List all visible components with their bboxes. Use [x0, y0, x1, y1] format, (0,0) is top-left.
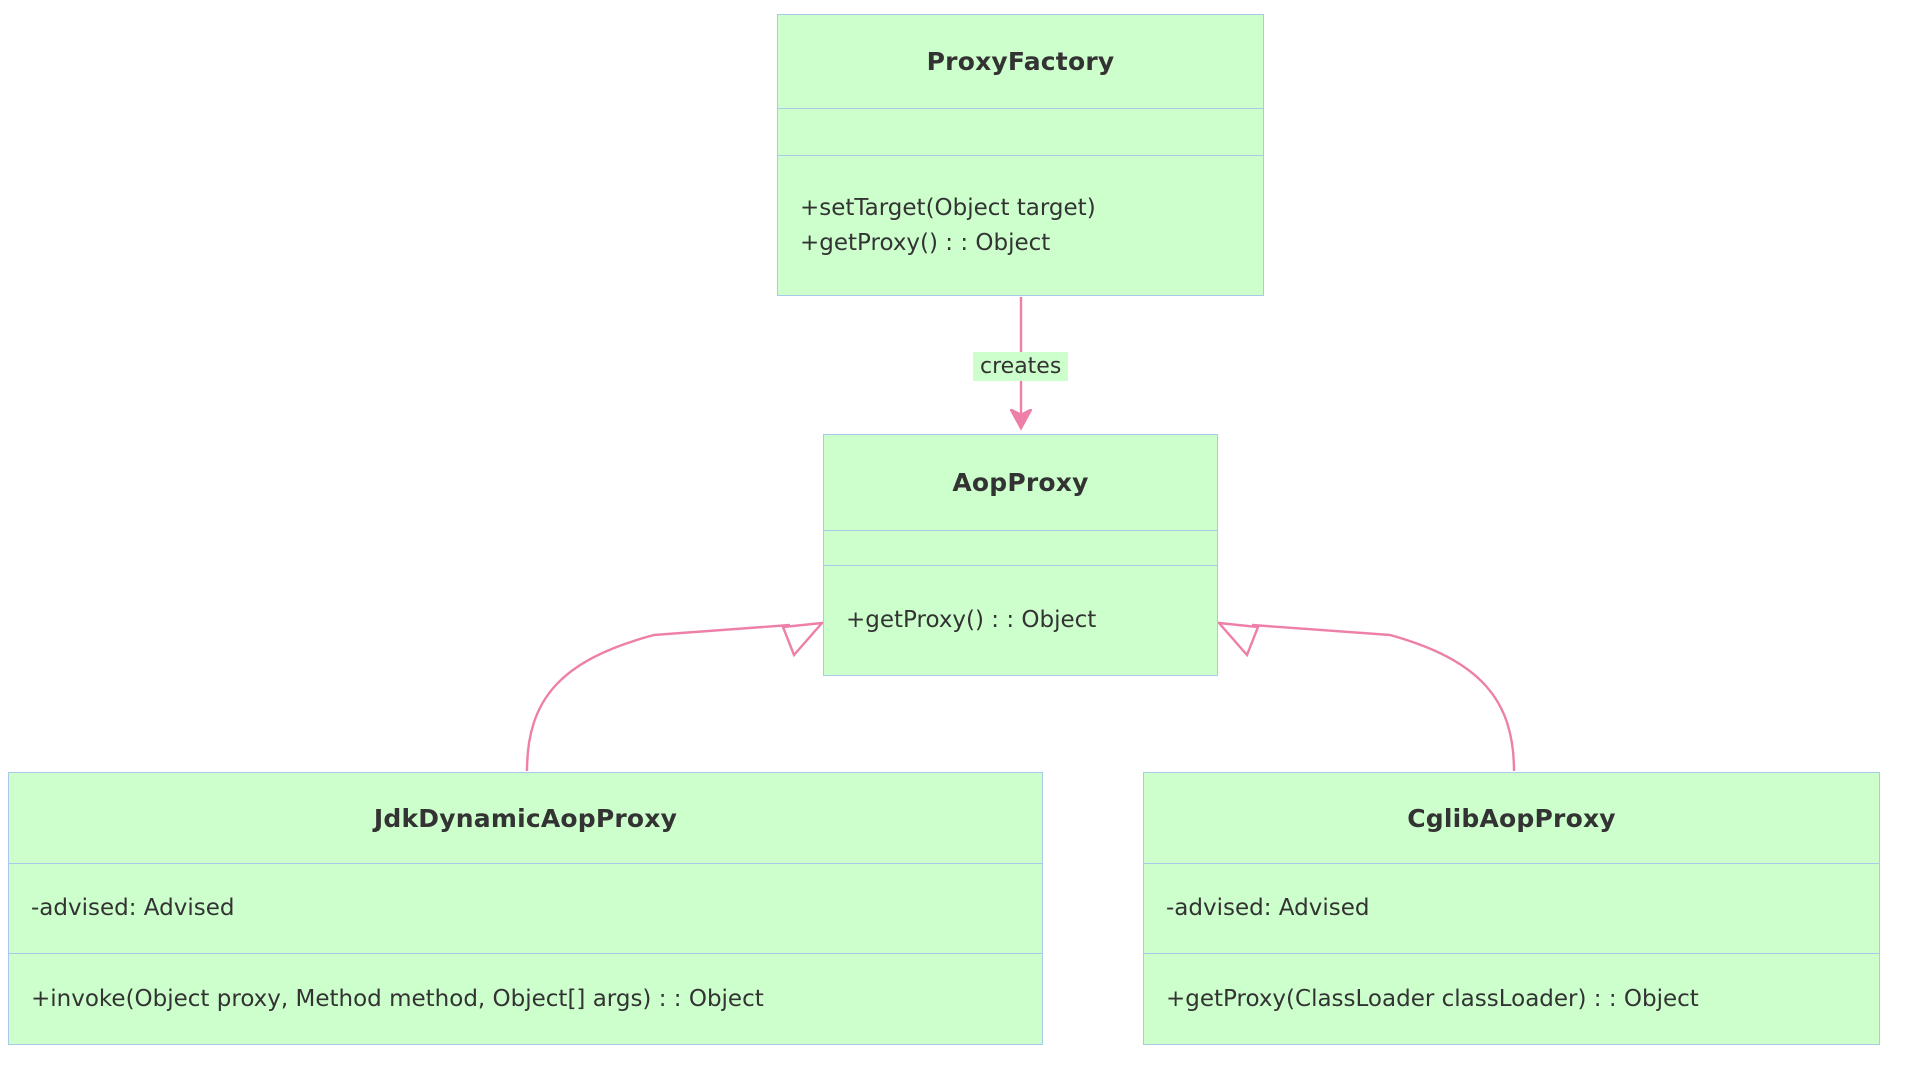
class-attributes-row-proxyfactory: [778, 109, 1263, 156]
class-method-aopproxy-0: +getProxy() : : Object: [846, 607, 1097, 634]
class-attributes-row-cglibaopproxy: -advised: Advised: [1144, 864, 1879, 954]
class-methods-row-jdkdynamicaopproxy: +invoke(Object proxy, Method method, Obj…: [9, 954, 1042, 1044]
class-name-jdkdynamicaopproxy: JdkDynamicAopProxy: [373, 803, 678, 833]
class-method-proxyfactory-1: +getProxy() : : Object: [800, 229, 1051, 256]
class-title-row-jdkdynamicaopproxy: JdkDynamicAopProxy: [9, 773, 1042, 864]
edge-cglib-generalization-arrowhead: [1216, 621, 1260, 658]
class-attributes-row-aopproxy: [824, 531, 1217, 566]
edge-jdk-generalization-arrowhead: [781, 621, 825, 658]
class-attribute-cglibaopproxy-0: -advised: Advised: [1166, 895, 1370, 922]
class-methods-row-aopproxy: +getProxy() : : Object: [824, 566, 1217, 675]
class-box-proxyfactory[interactable]: ProxyFactory +setTarget(Object target) +…: [777, 14, 1264, 296]
class-method-cglibaopproxy-0: +getProxy(ClassLoader classLoader) : : O…: [1166, 985, 1699, 1012]
class-method-jdkdynamicaopproxy-0: +invoke(Object proxy, Method method, Obj…: [31, 985, 764, 1012]
class-method-proxyfactory-0: +setTarget(Object target): [800, 195, 1096, 221]
class-box-cglibaopproxy[interactable]: CglibAopProxy -advised: Advised +getProx…: [1143, 772, 1880, 1045]
class-attributes-row-jdkdynamicaopproxy: -advised: Advised: [9, 864, 1042, 954]
class-box-aopproxy[interactable]: AopProxy +getProxy() : : Object: [823, 434, 1218, 676]
edge-cglib-generalization-line: [1251, 623, 1516, 772]
class-name-cglibaopproxy: CglibAopProxy: [1407, 803, 1616, 833]
class-title-row-proxyfactory: ProxyFactory: [778, 15, 1263, 109]
edge-label-creates: creates: [973, 352, 1069, 381]
class-name-proxyfactory: ProxyFactory: [926, 47, 1115, 76]
class-methods-row-cglibaopproxy: +getProxy(ClassLoader classLoader) : : O…: [1144, 954, 1879, 1044]
class-methods-row-proxyfactory: +setTarget(Object target) +getProxy() : …: [778, 156, 1263, 295]
edge-jdk-generalization-line: [525, 623, 791, 772]
class-title-row-aopproxy: AopProxy: [824, 435, 1217, 531]
class-name-aopproxy: AopProxy: [952, 468, 1089, 497]
class-attribute-jdkdynamicaopproxy-0: -advised: Advised: [31, 895, 235, 922]
class-box-jdkdynamicaopproxy[interactable]: JdkDynamicAopProxy -advised: Advised +in…: [8, 772, 1043, 1045]
class-title-row-cglibaopproxy: CglibAopProxy: [1144, 773, 1879, 864]
